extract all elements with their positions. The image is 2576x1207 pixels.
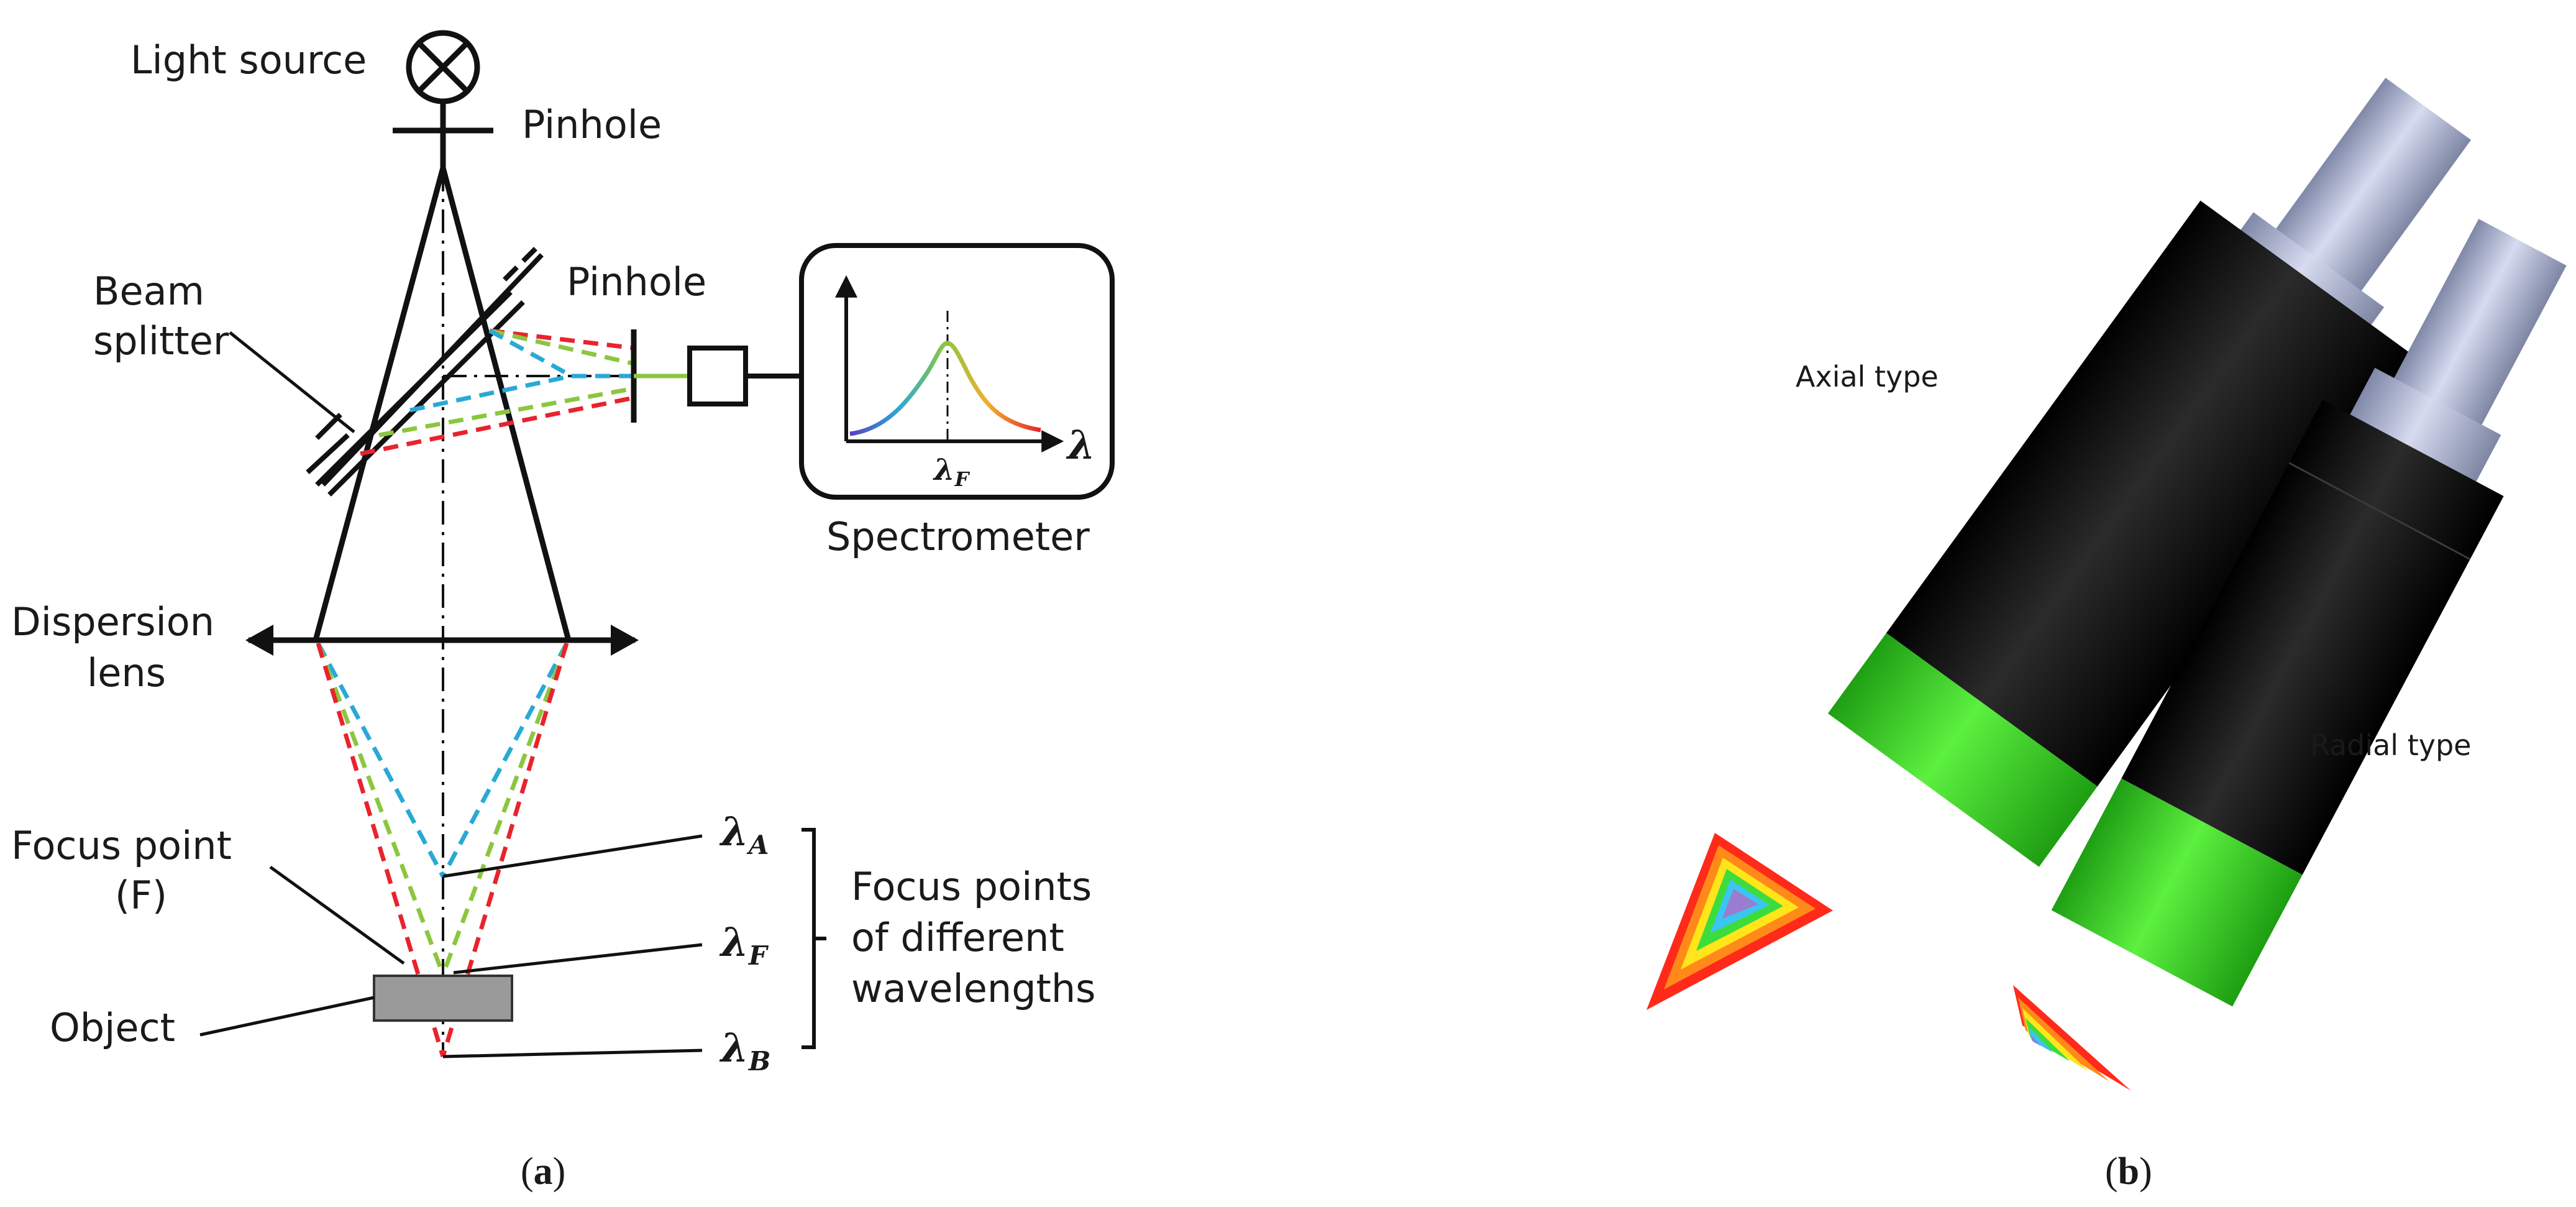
cone-left [313, 167, 446, 641]
focus-point-label-2: (F) [115, 873, 167, 918]
focus-points-label-3: wavelengths [851, 966, 1095, 1011]
spectrum-peak-label: λF [933, 452, 971, 491]
beam-splitter-label-1: Beam [93, 268, 204, 314]
beam-splitter-label-2: splitter [93, 318, 229, 364]
spectrum-axis-symbol: λ [1066, 422, 1095, 469]
panel-a: λ λF [11, 30, 1115, 1193]
radial-probe [2051, 219, 2567, 1007]
reflected-rays [360, 328, 634, 456]
cone-right [440, 167, 572, 641]
pinhole-side-label: Pinhole [567, 259, 706, 305]
pinhole-top-label: Pinhole [522, 102, 662, 147]
detector-box [687, 346, 748, 406]
object-label: Object [50, 1005, 175, 1050]
axial-type-label: Axial type [1796, 360, 1939, 393]
bracket [802, 828, 826, 1049]
panel-b: Axial type Radial type (b) [1647, 78, 2567, 1193]
dispersion-lens [245, 625, 639, 656]
dispersion-lens-label-1: Dispersion [11, 599, 214, 645]
spectrum-curve [849, 341, 1041, 436]
spectrometer: λ λF [799, 243, 1115, 500]
axial-probe [1827, 78, 2472, 867]
leader-lines [199, 331, 703, 1058]
spectrometer-label: Spectrometer [826, 514, 1090, 559]
wavelength-a-label: λA [719, 809, 769, 860]
focus-point-label-1: Focus point [11, 823, 232, 868]
radial-type-label: Radial type [2310, 728, 2471, 762]
beam-splitter [306, 247, 544, 497]
radial-tip [2051, 778, 2303, 1007]
light-source-icon [406, 30, 480, 168]
axial-light-cone [1647, 833, 1833, 1010]
dispersion-lens-label-2: lens [87, 650, 166, 695]
radial-body [2121, 400, 2504, 875]
object [373, 975, 513, 1022]
panel-a-caption: (a) [521, 1150, 565, 1193]
panel-b-caption: (b) [2105, 1150, 2152, 1193]
light-source-label: Light source [130, 37, 367, 83]
focus-points-label-1: Focus points [851, 864, 1092, 909]
axial-body [1886, 200, 2412, 787]
radial-light-cone [2013, 985, 2131, 1091]
axial-tip [1827, 633, 2098, 867]
wavelength-f-label: λF [719, 919, 769, 971]
radial-connector [2391, 219, 2567, 431]
axial-connector [2272, 78, 2472, 296]
wavelength-b-label: λB [719, 1025, 770, 1076]
focus-points-label-2: of different [851, 915, 1064, 960]
